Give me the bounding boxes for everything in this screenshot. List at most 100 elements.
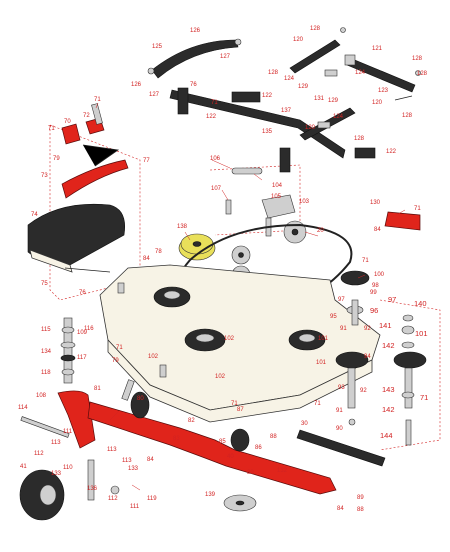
callout-136: 136 (87, 486, 98, 492)
callout-133: 133 (51, 471, 62, 477)
callout-124: 124 (355, 70, 366, 76)
callout-40: 40 (227, 454, 234, 460)
callout-91: 91 (336, 408, 343, 414)
callout-82: 82 (188, 418, 195, 424)
callout-78: 78 (155, 249, 162, 255)
callout-107: 107 (211, 186, 222, 192)
callout-71: 71 (211, 100, 218, 106)
callout-101: 101 (415, 329, 428, 338)
callout-128: 128 (412, 56, 423, 62)
callout-30: 30 (301, 421, 308, 427)
callout-141: 141 (379, 321, 392, 330)
callout-111: 111 (130, 504, 140, 510)
callout-112: 112 (108, 496, 118, 502)
callout-71: 71 (231, 401, 238, 407)
callout-108: 108 (36, 393, 47, 399)
callout-142: 142 (382, 341, 395, 350)
callout-125: 125 (152, 44, 163, 50)
callout-106: 106 (210, 156, 221, 162)
callout-117: 117 (77, 355, 87, 361)
callout-77: 77 (143, 158, 150, 164)
callout-128: 128 (310, 26, 321, 32)
callout-101: 101 (318, 336, 329, 342)
callout-88: 88 (357, 507, 364, 513)
callout-129: 129 (298, 84, 309, 90)
callout-76: 76 (190, 82, 197, 88)
callout-84: 84 (374, 227, 381, 233)
callout-113: 113 (122, 458, 132, 464)
callout-139: 139 (205, 492, 216, 498)
callout-120: 120 (372, 100, 383, 106)
callout-113: 113 (107, 447, 117, 453)
callout-96: 96 (370, 306, 378, 315)
callout-75: 75 (41, 281, 48, 287)
callout-126: 126 (131, 82, 142, 88)
callout-128: 128 (417, 71, 428, 77)
callout-131: 131 (314, 96, 325, 102)
callout-129: 129 (328, 98, 339, 104)
callout-92: 92 (360, 388, 367, 394)
spindle-assemblies (335, 270, 427, 446)
callout-86: 86 (255, 445, 262, 451)
callout-110: 110 (63, 465, 73, 471)
bracket-130 (384, 211, 421, 231)
callout-71: 71 (48, 126, 55, 132)
leader-lines (95, 102, 406, 491)
callout-126: 126 (190, 28, 201, 34)
callout-130: 130 (370, 200, 381, 206)
callout-88: 88 (270, 434, 277, 440)
callout-81: 81 (94, 386, 101, 392)
callout-120: 120 (305, 125, 316, 131)
callout-80: 80 (137, 396, 144, 402)
callout-98: 98 (372, 283, 379, 289)
callout-121: 121 (372, 46, 383, 52)
front-bumper-and-rollers (87, 379, 337, 495)
callouts: 71 70 72 71 79 77 73 74 75 76 126 125 12… (18, 26, 428, 513)
idler-arm-assembly (225, 167, 307, 285)
callout-112: 112 (34, 451, 44, 457)
callout-102: 102 (224, 336, 235, 342)
callout-79: 79 (53, 156, 60, 162)
lift-arm-assembly (147, 38, 376, 173)
callout-113: 113 (51, 440, 61, 446)
deflector-and-belt-cover (27, 103, 129, 273)
callout-118: 118 (41, 370, 51, 376)
callout-97: 97 (338, 297, 345, 303)
callout-122: 122 (206, 114, 217, 120)
callout-114: 114 (18, 405, 28, 411)
callout-102: 102 (215, 374, 226, 380)
callout-93: 93 (338, 385, 345, 391)
callout-124: 124 (333, 114, 344, 120)
height-of-cut-links (289, 27, 421, 141)
callout-128: 128 (268, 70, 279, 76)
callout-143: 143 (382, 385, 395, 394)
callout-124: 124 (284, 76, 295, 82)
callout-94: 94 (364, 354, 371, 360)
callout-74: 74 (31, 212, 38, 218)
callout-84: 84 (143, 256, 150, 262)
callout-132: 132 (277, 468, 288, 474)
callout-76: 76 (79, 290, 86, 296)
callout-102: 102 (148, 354, 159, 360)
callout-142: 142 (382, 405, 395, 414)
caster-wheel-assembly (19, 390, 120, 521)
callout-89: 89 (247, 470, 254, 476)
bottom-pulley-139 (223, 494, 257, 512)
callout-84: 84 (147, 457, 154, 463)
cutting-blade (296, 429, 386, 467)
callout-71: 71 (314, 401, 321, 407)
callout-103: 103 (299, 199, 310, 205)
callout-120: 120 (293, 37, 304, 43)
callout-135: 135 (262, 129, 273, 135)
callout-79: 79 (112, 358, 119, 364)
callout-134: 134 (41, 349, 52, 355)
callout-92: 92 (364, 326, 371, 332)
callout-127: 127 (220, 54, 231, 60)
callout-99: 99 (370, 290, 377, 296)
callout-83: 83 (173, 436, 180, 442)
callout-138: 138 (177, 224, 188, 230)
callout-71: 71 (420, 393, 428, 402)
callout-111: 111 (63, 429, 73, 435)
callout-71: 71 (414, 206, 421, 212)
callout-133: 133 (128, 466, 139, 472)
